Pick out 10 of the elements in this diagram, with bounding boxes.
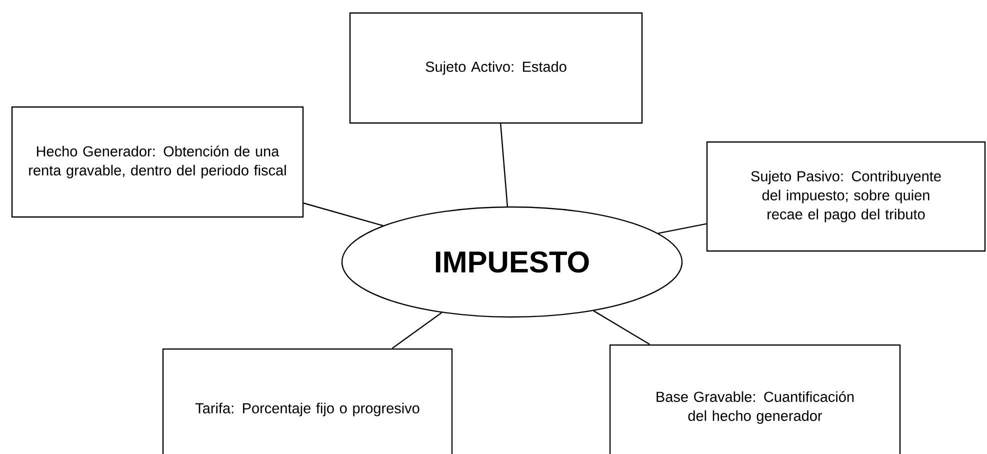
connector-line <box>303 202 384 226</box>
connector-line <box>500 124 508 206</box>
connector-line <box>658 223 707 234</box>
concept-box: Sujeto Pasivo: Contribuyente del impuesto; sobre quien recae el pago del tributo <box>706 141 986 252</box>
concept-box: Hecho Generador: Obtención de una renta gravable, dentro del periodo fiscal <box>11 106 304 218</box>
connector-line <box>392 312 442 349</box>
concept-box: Base Gravable: Cuantificación del hecho generador <box>609 344 901 454</box>
concept-box: Sujeto Activo: Estado <box>349 12 643 124</box>
connector-line <box>593 310 650 345</box>
concept-box: Tarifa: Porcentaje fijo o progresivo <box>162 348 453 454</box>
